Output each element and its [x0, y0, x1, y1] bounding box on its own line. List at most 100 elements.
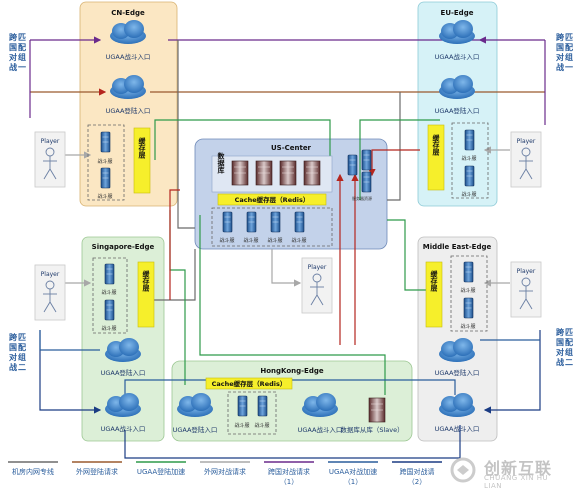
side-label-right-bottom: 跨国对战匹配组二 [556, 327, 573, 367]
legend-item: 机房内网专线 [8, 461, 58, 476]
eu-battle-cloud: UGAA战斗入口 [435, 20, 480, 61]
legend-sublabel: （1） [344, 478, 362, 486]
hk-server-group: 战斗服 战斗服 [227, 391, 277, 435]
us-resource-label: 服务器资源 [352, 195, 372, 201]
sg-battle-entry-label: UGAA战斗入口 [101, 424, 146, 433]
cn-login-cloud: UGAA登陆入口 [106, 75, 151, 115]
region-cn-title: CN-Edge [111, 9, 145, 17]
player-eu: Player [510, 131, 542, 188]
region-me-title: Middle East-Edge [423, 243, 492, 251]
cn-battle-entry-label: UGAA战斗入口 [106, 52, 151, 61]
us-server-row: 战斗服 战斗服 战斗服 战斗服 [211, 207, 333, 247]
legend-item: 外网对战请求 [200, 461, 250, 476]
watermark-zh: 创新互联 [484, 459, 553, 478]
me-cache-label: 缓存层 [430, 270, 439, 293]
hk-cache-redis-label: Cache缓存层（Redis） [212, 379, 287, 388]
player-sg-label: Player [41, 271, 60, 278]
watermark: 创新互联 CHUANG XIN HU LIAN [450, 455, 568, 490]
eu-cache-label: 缓存层 [432, 134, 441, 157]
watermark-en: CHUANG XIN HU LIAN [484, 474, 549, 490]
me-battle-cloud: UGAA战斗入口 [435, 393, 479, 433]
sg-cache-layer: 缓存层 [137, 261, 155, 328]
sg-battle-server-label-1: 战斗服 [101, 289, 116, 296]
sg-server-group: 战斗服 战斗服 [92, 257, 128, 334]
legend-item: 外网登陆请求 [72, 461, 122, 476]
legend-sublabel: （2） [408, 478, 426, 486]
sg-cache-label: 缓存层 [142, 270, 151, 293]
hk-login-entry-label: UGAA登陆入口 [173, 425, 218, 434]
us-database-label: 数据库 [217, 152, 226, 175]
region-sg-title: Singapore-Edge [92, 243, 155, 251]
eu-login-cloud: UGAA登陆入口 [435, 75, 480, 115]
player-cn-label: Player [41, 138, 60, 145]
legend-sublabel: （1） [280, 478, 298, 486]
us-resource-servers: 服务器资源 [347, 149, 372, 201]
legend-item: UGAA对战加速 （1） [328, 461, 378, 486]
cn-cache-layer: 缓存层 [133, 127, 151, 194]
hk-db-slave: 数据库从库（Slave） [340, 397, 404, 434]
us-battle-server-label-2: 战斗服 [243, 237, 258, 244]
hk-battle-entry-label: UGAA战斗入口 [298, 425, 343, 434]
me-server-group: 战斗服 战斗服 [450, 255, 488, 332]
cn-server-group: 战斗服 战斗服 [87, 124, 125, 201]
legend-label: 跨国对战请 [400, 467, 435, 476]
us-database-group: 数据库 [211, 152, 333, 193]
watermark-logo-icon [450, 457, 476, 483]
connection-lines [29, 36, 546, 459]
side-label-left-top: 跨国对战匹配组一 [9, 32, 26, 72]
hk-battle-server-label-1: 战斗服 [234, 422, 249, 429]
region-cn-edge: CN-Edge [79, 1, 178, 207]
legend-label: 机房内网专线 [12, 467, 54, 476]
legend-item: UGAA登陆加速 [136, 461, 186, 476]
sg-battle-server-label-2: 战斗服 [101, 325, 116, 332]
sg-login-cloud: UGAA登陆入口 [101, 338, 146, 377]
eu-login-entry-label: UGAA登陆入口 [435, 106, 480, 115]
player-me-label: Player [517, 268, 536, 275]
region-hk-title: HongKong-Edge [260, 367, 323, 375]
hk-battle-cloud: UGAA战斗入口 [298, 393, 343, 434]
eu-cache-layer: 缓存层 [427, 124, 445, 191]
cn-battle-cloud: UGAA战斗入口 [106, 20, 151, 61]
hk-battle-server-label-2: 战斗服 [254, 422, 269, 429]
sg-battle-cloud: UGAA战斗入口 [101, 393, 146, 433]
legend-label: 跨国对战请求 [268, 467, 310, 476]
sg-login-entry-label: UGAA登陆入口 [101, 368, 146, 377]
cn-battle-server-label-2: 战斗服 [97, 193, 112, 200]
us-battle-server-label-4: 战斗服 [291, 237, 306, 244]
player-us: Player [301, 257, 333, 314]
player-eu-label: Player [517, 138, 536, 145]
cross-match-1-left: 跨国对战匹配组一 [9, 32, 26, 72]
cn-login-entry-label: UGAA登陆入口 [106, 106, 151, 115]
side-label-right-top: 跨国对战匹配组一 [556, 32, 573, 72]
me-battle-server-label-2: 战斗服 [460, 323, 475, 330]
cross-match-2-left: 跨国对战匹配组二 [9, 332, 26, 372]
us-battle-server-label-3: 战斗服 [267, 237, 282, 244]
hk-login-cloud: UGAA登陆入口 [173, 393, 218, 434]
legend-item: 跨国对战请求 （1） [264, 461, 314, 486]
me-login-entry-label: UGAA登陆入口 [435, 368, 480, 377]
legend-label: UGAA对战加速 [329, 467, 377, 476]
legend-label: 外网对战请求 [204, 467, 246, 476]
eu-battle-entry-label: UGAA战斗入口 [435, 52, 480, 61]
us-cache-redis-label: Cache缓存层（Redis） [235, 195, 310, 204]
player-sg: Player [34, 264, 66, 321]
us-cache-redis: Cache缓存层（Redis） [217, 193, 327, 206]
cn-battle-server-label-1: 战斗服 [97, 158, 112, 165]
cross-match-2-right: 跨国对战匹配组二 [556, 327, 573, 367]
legend-label: UGAA登陆加速 [137, 467, 185, 476]
eu-server-group: 战斗服 战斗服 [451, 122, 489, 199]
me-battle-server-label-1: 战斗服 [460, 287, 475, 294]
me-login-cloud: UGAA登陆入口 [435, 338, 480, 377]
us-battle-server-label-1: 战斗服 [219, 237, 234, 244]
legend-label: 外网登陆请求 [76, 467, 118, 476]
region-eu-title: EU-Edge [441, 9, 474, 17]
cn-cache-label: 缓存层 [138, 137, 147, 160]
player-cn: Player [34, 131, 66, 188]
player-us-label: Player [308, 264, 327, 271]
me-cache-layer: 缓存层 [425, 261, 443, 328]
eu-battle-server-label-1: 战斗服 [461, 155, 476, 162]
eu-battle-server-label-2: 战斗服 [461, 191, 476, 198]
hk-cache-redis: Cache缓存层（Redis） [205, 377, 293, 390]
